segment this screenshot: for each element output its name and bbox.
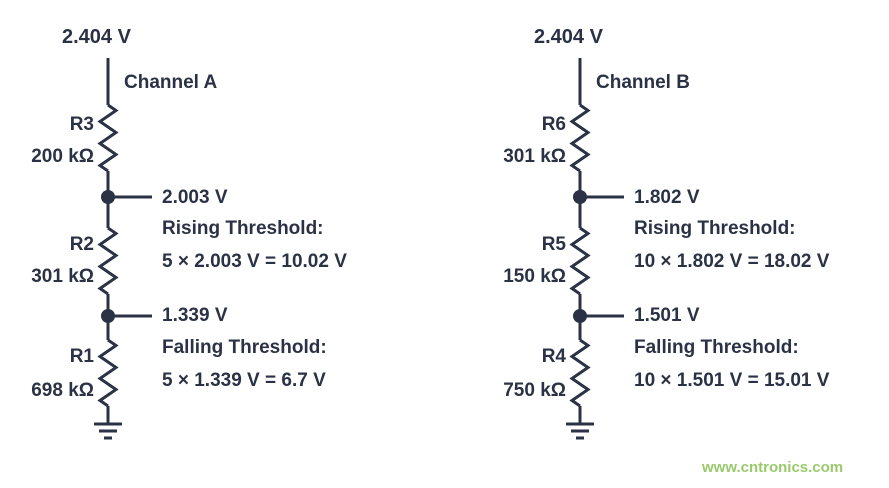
resistor-symbol: [569, 338, 591, 408]
resistor-value: 301 kΩ: [31, 266, 94, 287]
channel-label: Channel B: [596, 72, 690, 93]
threshold-formula: 10 × 1.802 V = 18.02 V: [634, 251, 830, 272]
ground-icon: [566, 422, 594, 440]
resistor-symbol: [569, 103, 591, 173]
resistor-ref: R1: [69, 346, 94, 367]
threshold-label: Falling Threshold:: [162, 337, 327, 358]
resistor-value: 698 kΩ: [31, 380, 94, 401]
resistor-value: 150 kΩ: [503, 266, 566, 287]
threshold-formula: 5 × 1.339 V = 6.7 V: [162, 370, 326, 391]
ground-icon: [94, 422, 122, 440]
resistor-symbol: [97, 338, 119, 408]
channel-a-circuit: [94, 58, 152, 440]
resistor-ref: R6: [541, 114, 566, 135]
resistor-ref: R2: [69, 234, 94, 255]
resistor-value: 301 kΩ: [503, 146, 566, 167]
resistor-symbol: [97, 226, 119, 296]
channel-b-circuit: [566, 58, 624, 440]
threshold-label: Rising Threshold:: [162, 218, 324, 239]
watermark-text: www.cntronics.com: [702, 459, 844, 476]
resistor-value: 200 kΩ: [31, 146, 94, 167]
tap-voltage: 1.501 V: [634, 305, 700, 326]
threshold-label: Falling Threshold:: [634, 337, 799, 358]
resistor-symbol: [97, 103, 119, 173]
threshold-label: Rising Threshold:: [634, 218, 796, 239]
threshold-formula: 5 × 2.003 V = 10.02 V: [162, 251, 347, 272]
resistor-value: 750 kΩ: [503, 380, 566, 401]
resistor-ref: R3: [69, 114, 94, 135]
tap-voltage: 2.003 V: [162, 187, 228, 208]
tap-voltage: 1.802 V: [634, 187, 700, 208]
resistor-ref: R5: [541, 234, 566, 255]
tap-voltage: 1.339 V: [162, 305, 228, 326]
resistor-symbol: [569, 226, 591, 296]
channel-label: Channel A: [124, 72, 218, 93]
supply-voltage-label: 2.404 V: [62, 26, 131, 48]
supply-voltage-label: 2.404 V: [534, 26, 603, 48]
resistor-ref: R4: [541, 346, 566, 367]
threshold-formula: 10 × 1.501 V = 15.01 V: [634, 370, 830, 391]
